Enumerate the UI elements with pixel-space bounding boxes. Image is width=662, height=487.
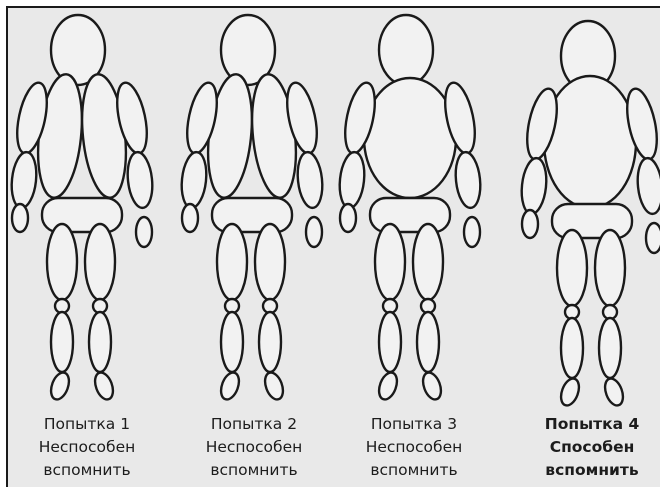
thigh-left [47,224,77,300]
hand-right [464,217,480,247]
status-line-2: вспомнить [179,459,329,482]
foot-left [48,370,73,402]
forearm-right [295,151,325,209]
shin-left [51,312,73,372]
hand-right [136,217,152,247]
attempt-label: Попытка 4 [517,413,660,436]
caption-attempt-3: Попытка 3 Неспособен вспомнить [339,413,489,482]
hand-right [306,217,322,247]
shin-left [379,312,401,372]
thigh-right [85,224,115,300]
shin-left [221,312,243,372]
pelvis [370,198,450,232]
pelvis [552,204,632,238]
chest [544,76,636,208]
attempt-label: Попытка 2 [179,413,329,436]
forearm-right [635,157,660,215]
chest [364,78,456,198]
hand-left [12,204,28,232]
status-line-1: Неспособен [179,436,329,459]
forearm-left [179,151,209,209]
forearm-left [9,151,39,209]
figure-attempt-3 [337,15,483,402]
caption-attempt-4: Попытка 4 Способен вспомнить [517,413,660,482]
status-line-2: вспомнить [12,459,162,482]
foot-right [602,376,627,408]
shin-right [599,318,621,378]
status-line-2: вспомнить [517,459,660,482]
attempt-label: Попытка 3 [339,413,489,436]
attempt-label: Попытка 1 [12,413,162,436]
foot-left [558,376,583,408]
hand-right [646,223,660,253]
status-line-1: Неспособен [12,436,162,459]
foot-left [376,370,401,402]
thigh-right [255,224,285,300]
figure-attempt-2 [179,15,325,402]
thigh-right [413,224,443,300]
foot-right [92,370,117,402]
forearm-left [519,157,549,215]
foot-left [218,370,243,402]
hand-left [182,204,198,232]
forearm-right [125,151,155,209]
thigh-left [557,230,587,306]
shin-right [259,312,281,372]
figure-attempt-1 [9,15,155,402]
shin-right [417,312,439,372]
forearm-right [453,151,483,209]
pelvis [42,198,122,232]
thigh-right [595,230,625,306]
caption-attempt-2: Попытка 2 Неспособен вспомнить [179,413,329,482]
figure-attempt-4 [519,21,660,408]
hand-left [522,210,538,238]
status-line-1: Способен [517,436,660,459]
hand-left [340,204,356,232]
figure-panel: Попытка 1 Неспособен вспомнить Попытка 2… [6,6,660,487]
foot-right [420,370,445,402]
foot-right [262,370,287,402]
head [379,15,433,85]
forearm-left [337,151,367,209]
status-line-1: Неспособен [339,436,489,459]
pelvis [212,198,292,232]
caption-attempt-1: Попытка 1 Неспособен вспомнить [12,413,162,482]
thigh-left [217,224,247,300]
shin-right [89,312,111,372]
thigh-left [375,224,405,300]
status-line-2: вспомнить [339,459,489,482]
shin-left [561,318,583,378]
